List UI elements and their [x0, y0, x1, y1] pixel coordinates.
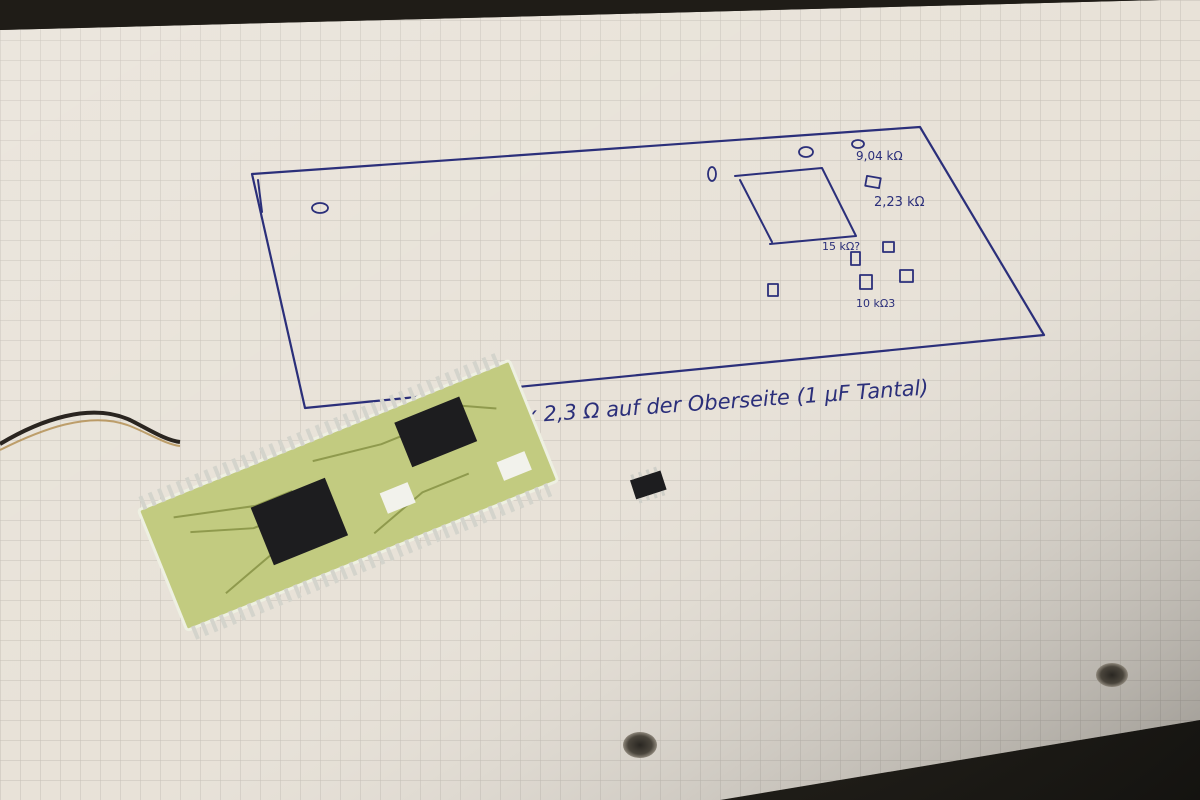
- punch-hole: [1096, 663, 1128, 687]
- board-outline-sketch: [250, 125, 1046, 410]
- wire: [0, 410, 181, 451]
- loose-soic8-chip: [630, 466, 667, 504]
- header-pins-bottom: [190, 482, 553, 640]
- pcb-module: [137, 353, 559, 640]
- header-pins-top: [138, 353, 500, 510]
- soic-chip: [394, 396, 478, 468]
- qfp-chip: [250, 477, 349, 566]
- resistor-label: 2,23 kΩ: [874, 195, 925, 210]
- resistor-label: 15 kΩ?: [822, 240, 860, 253]
- resistor-label: 9,04 kΩ: [856, 149, 903, 163]
- punch-hole: [623, 732, 657, 758]
- resistor-label: 10 kΩ3: [856, 297, 895, 310]
